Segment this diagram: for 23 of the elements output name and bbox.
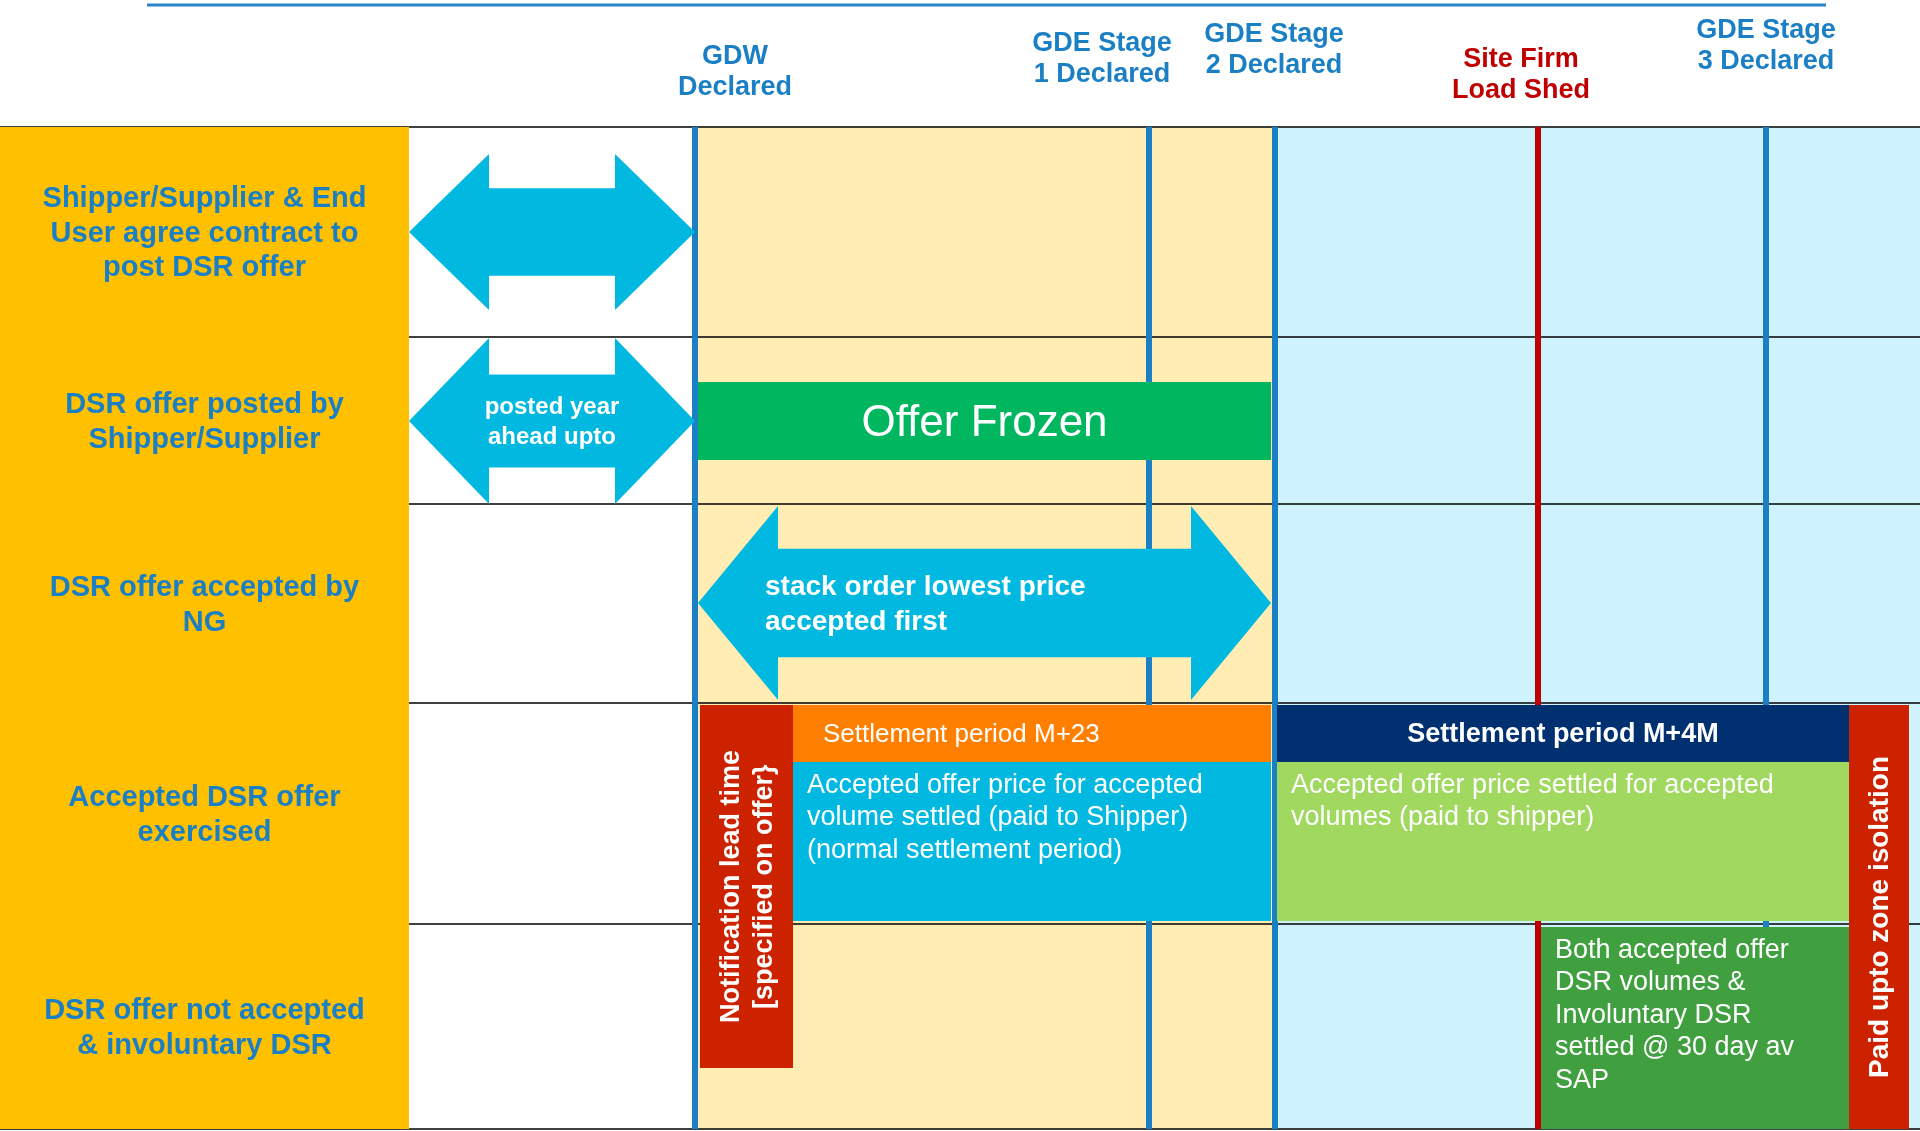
row-header: DSR offer accepted by NG [0, 504, 409, 703]
period-bar: Settlement period M+4M [1277, 705, 1849, 762]
vertical-bar: Notification lead time [specified on offer} [700, 705, 793, 1068]
settlement-box: Accepted offer price for accepted volume settled (paid to Shipper) (normal settlement period) [793, 762, 1271, 921]
double-arrow [698, 506, 1271, 700]
milestone-label: Site Firm Load Shed [1451, 43, 1591, 105]
row-header: DSR offer not accepted & involuntary DSR [0, 924, 409, 1129]
arrow-label: posted year ahead upto [483, 391, 621, 451]
row-header: DSR offer posted by Shipper/Supplier [0, 337, 409, 504]
milestone-label: GDE Stage 1 Declared [1031, 27, 1173, 89]
row-header: Shipper/Supplier & End User agree contract to post DSR offer [0, 127, 409, 337]
vertical-bar: Paid upto zone isolation [1849, 705, 1909, 1129]
period-bar: Settlement period M+23 [793, 705, 1271, 762]
row-header: Accepted DSR offer exercised [0, 703, 409, 924]
settlement-box: Accepted offer price settled for accepted volumes (paid to shipper) [1277, 762, 1849, 921]
milestone-label: GDW Declared [676, 40, 794, 102]
double-arrow [409, 338, 695, 504]
arrow-label: stack order lowest price accepted first [765, 569, 1087, 638]
settlement-box: Both accepted offer DSR volumes & Involuntary DSR settled @ 30 day av SAP [1541, 927, 1849, 1129]
status-bar: Offer Frozen [698, 382, 1271, 460]
milestone-label: GDE Stage 2 Declared [1203, 18, 1345, 80]
double-arrow [409, 154, 695, 310]
milestone-label: GDE Stage 3 Declared [1695, 14, 1837, 76]
